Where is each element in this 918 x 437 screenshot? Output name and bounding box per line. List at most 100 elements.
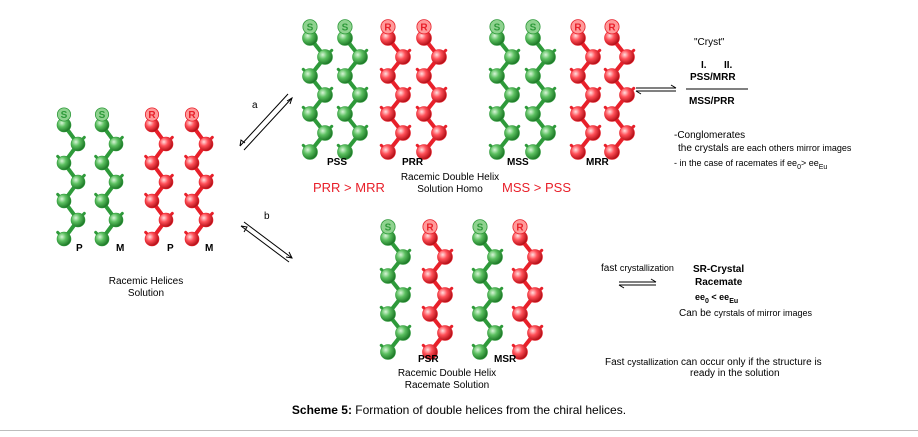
stereo-label-bead [416, 19, 432, 35]
helix-atom [416, 106, 432, 122]
helix-atom [487, 249, 503, 265]
bottom-divider [0, 430, 918, 431]
helix-atom [527, 249, 543, 265]
helix-atom [416, 144, 432, 160]
stereo-label-bead [604, 19, 620, 35]
helix-atom [525, 106, 541, 122]
helix-green-1: S [301, 19, 334, 160]
helix-atom [540, 49, 556, 65]
equilibrium-arrow-sr [618, 278, 657, 289]
helix-atom [352, 87, 368, 103]
arrow-b [240, 221, 293, 263]
roman-2: II. [724, 60, 733, 71]
helix-atom [540, 87, 556, 103]
stereo-label-bead [489, 19, 505, 35]
helix-atom [56, 155, 72, 171]
helix-atom [144, 193, 160, 209]
helix-atom [527, 287, 543, 303]
helix-atom [472, 268, 488, 284]
helix-atom [431, 49, 447, 65]
helix-red-4: R [603, 19, 636, 160]
helix-atom [489, 68, 505, 84]
stereo-label: S [494, 22, 501, 33]
ready-in-solution-note: ready in the solution [690, 368, 780, 379]
arrow-b-label: b [264, 211, 270, 222]
helix-green-2: S [524, 19, 557, 160]
helix-atom [380, 306, 396, 322]
helix-atom [317, 125, 333, 141]
stereo-label: R [384, 22, 392, 33]
helix-atom [144, 231, 160, 247]
label-msr: MSR [494, 354, 517, 365]
helix-atom [525, 144, 541, 160]
ee-relation: ee0 < eeEu [695, 292, 739, 305]
helix-atom [395, 249, 411, 265]
mirror-crystals-note: Can be cyrstals of mirror images [679, 308, 813, 319]
helix-atom [504, 49, 520, 65]
helix-atom [108, 136, 124, 152]
stereo-label-bead [337, 19, 353, 35]
helix-atom [70, 136, 86, 152]
stereo-label: S [477, 222, 484, 233]
helix-red-3: R [379, 19, 412, 160]
helix-red-4: R [511, 219, 544, 360]
helix-atom [422, 268, 438, 284]
helix-atom [380, 106, 396, 122]
stereo-label-bead [380, 19, 396, 35]
stereo-label: R [574, 22, 582, 33]
stereo-label-bead [94, 107, 110, 122]
roman-1: I. [701, 60, 707, 71]
helix-atom [585, 87, 601, 103]
prr-gt-mrr: PRR > MRR [313, 180, 385, 195]
label-m2: M [205, 243, 214, 254]
helix-atom [619, 49, 635, 65]
helix-atom [619, 125, 635, 141]
racemate-title: Racemate [695, 277, 743, 288]
helix-atom [395, 325, 411, 341]
helix-atom [512, 306, 528, 322]
helix-atom [94, 231, 110, 247]
helix-atom [431, 125, 447, 141]
stereo-label: R [516, 222, 524, 233]
racemate-solution-label: Racemic Double Helix Racemate Solution [397, 368, 497, 391]
helix-atom [395, 87, 411, 103]
stereo-label: S [342, 22, 349, 33]
helix-atom [437, 249, 453, 265]
stereo-label-bead [422, 219, 438, 235]
helix-red-3: R [144, 107, 174, 247]
helix-green-1: S [56, 107, 86, 247]
label-mss: MSS [507, 157, 529, 168]
helix-atom [302, 106, 318, 122]
helix-atom [352, 125, 368, 141]
helix-atom [437, 287, 453, 303]
sr-crystal-title: SR-Crystal [693, 264, 745, 275]
helix-atom [395, 125, 411, 141]
stereo-label-bead [144, 107, 160, 122]
helix-red-4: R [184, 107, 214, 247]
helix-atom [337, 106, 353, 122]
helix-green-2: S [336, 19, 369, 160]
stereo-label: S [99, 110, 106, 121]
stereo-label-bead [56, 107, 72, 122]
helix-atom [527, 325, 543, 341]
helix-atom [337, 144, 353, 160]
helix-atom [352, 49, 368, 65]
stereo-label: R [420, 22, 428, 33]
label-m1: M [116, 243, 125, 254]
label-prr: PRR [402, 157, 424, 168]
arrow-a-label: a [252, 100, 258, 111]
helix-atom [184, 155, 200, 171]
note-racemates: - in the case of racemates if ee0> eeEu [674, 158, 828, 171]
helix-atom [317, 87, 333, 103]
label-p1: P [76, 243, 83, 254]
label-pss: PSS [327, 157, 348, 168]
racemic-solution-label: Racemic Helices Solution [108, 276, 184, 299]
helix-atom [604, 144, 620, 160]
homo-solution-label: Racemic Double Helix Solution Homo [400, 172, 500, 195]
stereo-label-bead [184, 107, 200, 122]
helix-atom [184, 193, 200, 209]
helix-atom [395, 49, 411, 65]
